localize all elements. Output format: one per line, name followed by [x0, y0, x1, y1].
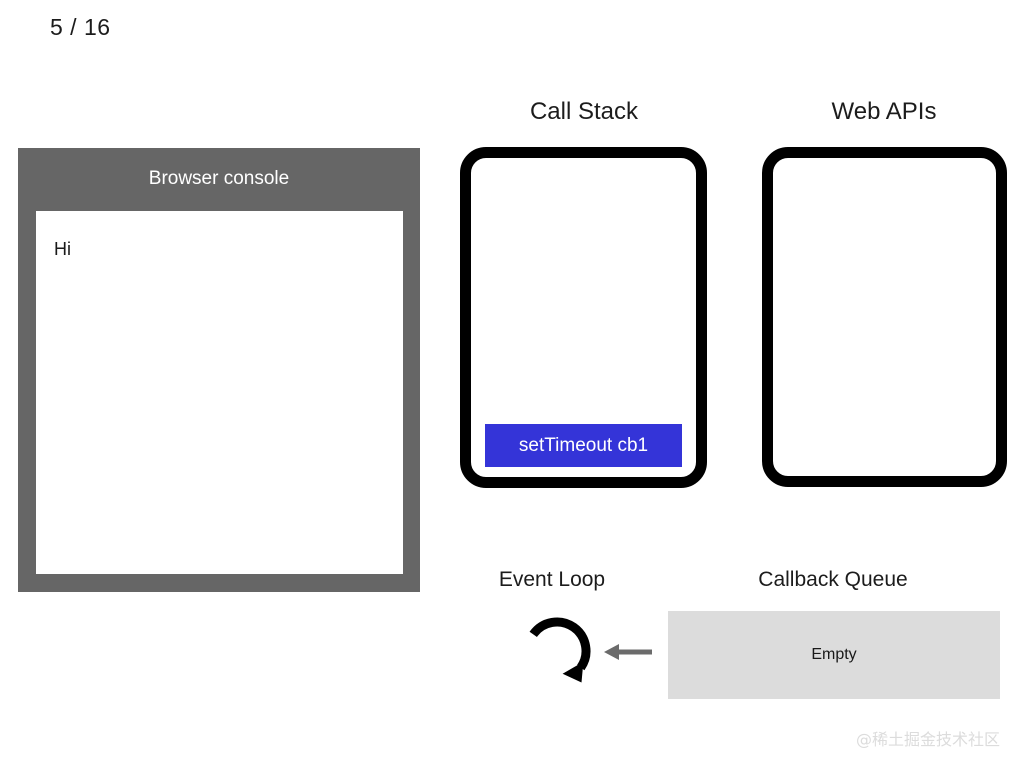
console-log-line: Hi: [54, 239, 71, 259]
call-stack-heading: Call Stack: [529, 98, 639, 125]
callback-queue-heading: Callback Queue: [758, 568, 908, 591]
browser-console-output: Hi: [36, 211, 403, 574]
browser-console-window: Browser console Hi: [18, 148, 420, 592]
slide-counter: 5 / 16: [50, 14, 111, 40]
circular-arrow-icon: [519, 613, 595, 689]
browser-console-title: Browser console: [148, 168, 290, 189]
arrow-left-icon: [602, 637, 654, 667]
call-stack-panel: setTimeout cb1: [460, 147, 707, 488]
callback-queue-box: Empty: [668, 611, 1000, 699]
event-loop-heading: Event Loop: [498, 568, 606, 591]
web-apis-heading: Web APIs: [831, 98, 937, 125]
callback-queue-status: Empty: [811, 646, 857, 663]
watermark: @稀土掘金技术社区: [855, 730, 1000, 749]
call-stack-frames: setTimeout cb1: [471, 424, 696, 477]
web-apis-panel: [762, 147, 1007, 487]
call-stack-frame: setTimeout cb1: [485, 424, 682, 467]
